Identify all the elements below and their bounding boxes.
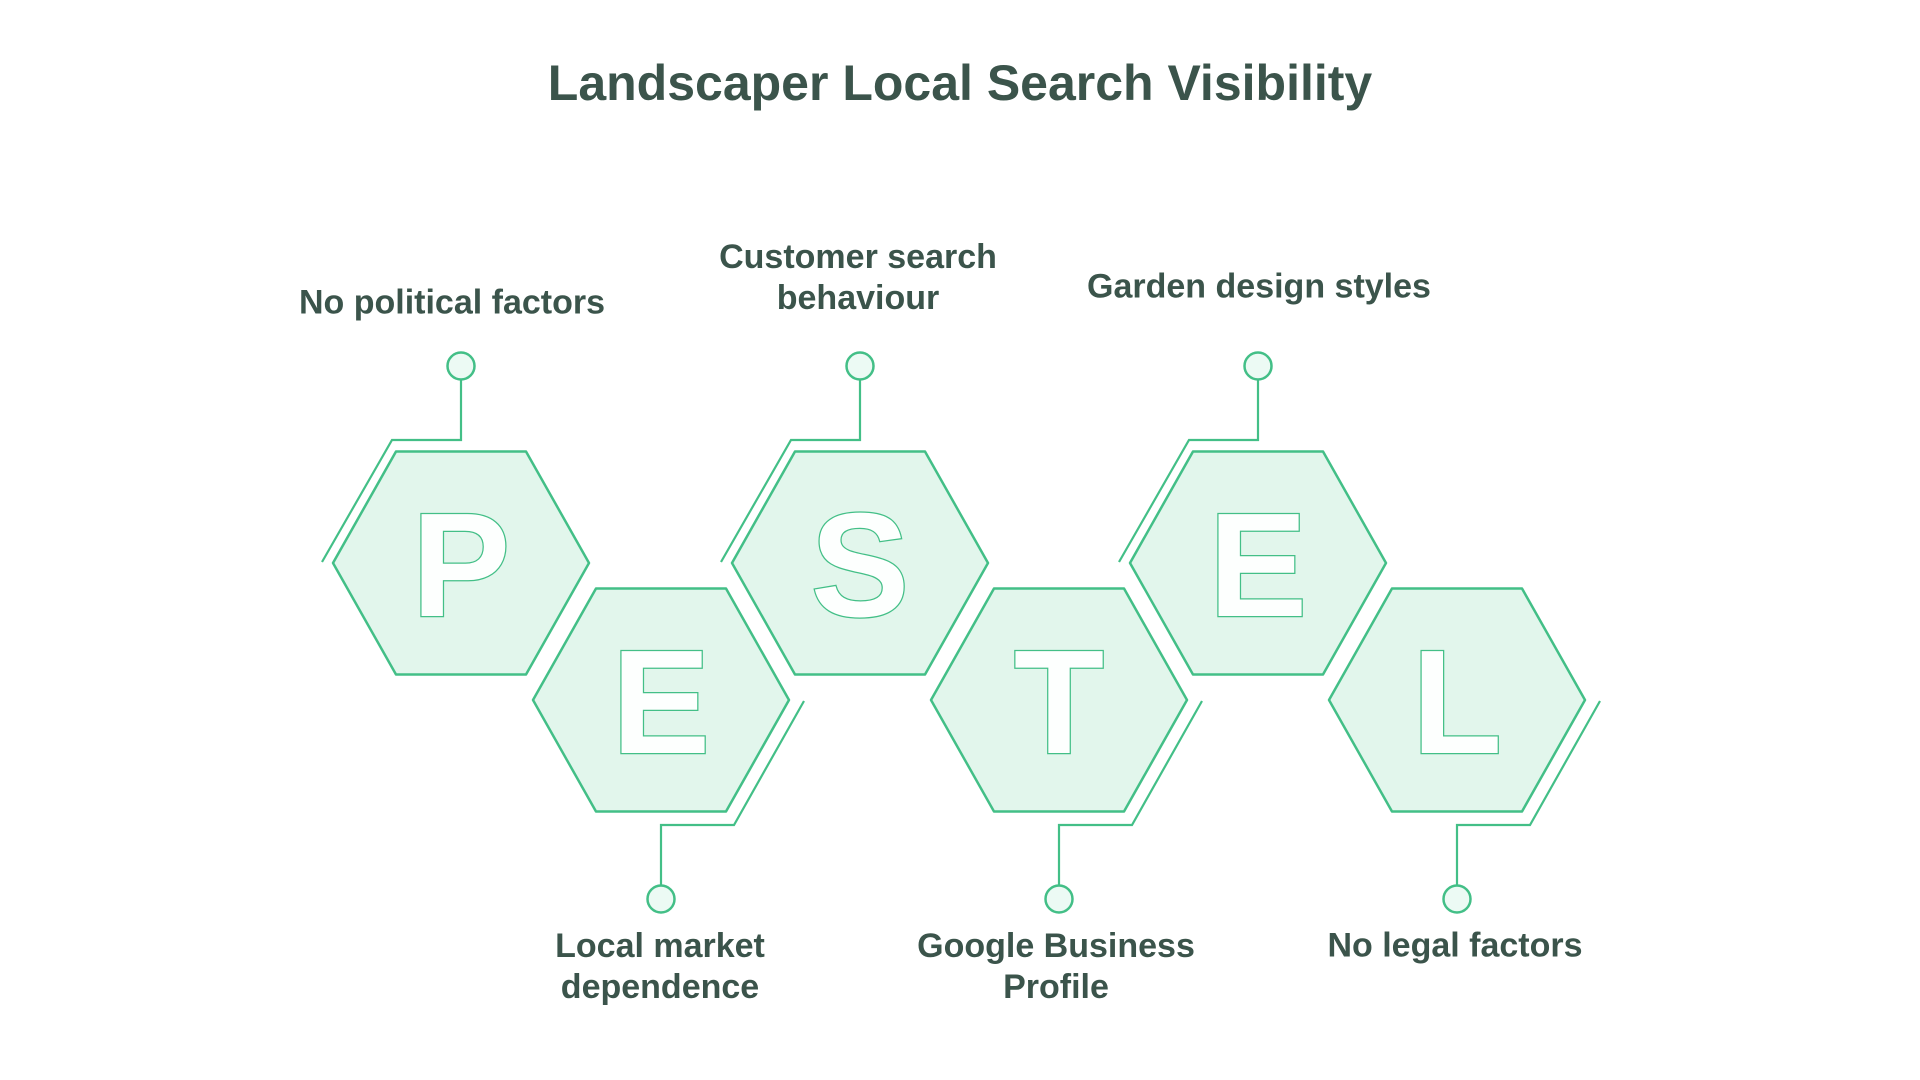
hex-group-l-5: L — [1327, 587, 1601, 914]
connector-line — [1118, 379, 1260, 563]
hex-letter-p: P — [412, 483, 511, 648]
connector-line — [659, 700, 805, 886]
hex-group-s-2: S — [720, 351, 990, 676]
hex-label-s-2: Customer search behaviour — [719, 238, 997, 317]
hex-letter-s: S — [811, 483, 910, 648]
hex-letter-t: T — [1014, 620, 1104, 785]
hex-label-e-1: Local market dependence — [555, 927, 765, 1006]
connector-line — [1455, 700, 1601, 886]
connector-endpoint-circle — [646, 884, 676, 914]
connector-endpoint-circle — [1442, 884, 1472, 914]
connector-line — [1057, 700, 1203, 886]
hex-group-e-1: E — [531, 587, 805, 914]
hex-group-t-3: T — [929, 587, 1203, 914]
connector-endpoint-circle — [1044, 884, 1074, 914]
connector-line — [321, 379, 463, 563]
hex-label-l-5: No legal factors — [1327, 926, 1583, 965]
hex-label-t-3: Google Business Profile — [917, 927, 1195, 1006]
hexagon-shape — [331, 450, 591, 676]
hex-label-p-0: No political factors — [298, 283, 606, 322]
hexagon-shape — [1327, 587, 1587, 813]
hex-letter-l: L — [1412, 620, 1502, 785]
connector-endpoint-circle — [1243, 351, 1273, 381]
hex-letter-e: E — [1209, 483, 1308, 648]
connector-endpoint-circle — [845, 351, 875, 381]
hex-label-e-4: Garden design styles — [1087, 267, 1431, 306]
hexagon-shape — [929, 587, 1189, 813]
hex-group-p-0: P — [321, 351, 591, 676]
hex-group-e-4: E — [1118, 351, 1388, 676]
hexagon-shape — [531, 587, 791, 813]
page-title: Landscaper Local Search Visibility — [547, 55, 1373, 111]
hexagon-shape — [730, 450, 990, 676]
hexagon-shape — [1128, 450, 1388, 676]
connector-line — [720, 379, 862, 563]
hex-letter-e: E — [612, 620, 711, 785]
connector-endpoint-circle — [446, 351, 476, 381]
